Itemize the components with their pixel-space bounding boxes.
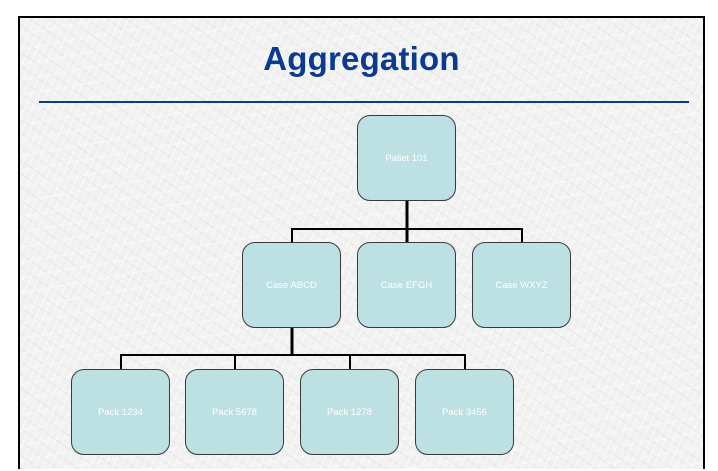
node-case-abcd: Case ABCD bbox=[242, 242, 341, 328]
node-pack-1278: Pack 1278 bbox=[300, 369, 399, 455]
slide: Aggregation Pallet 101 Case ABCD Case EF… bbox=[18, 16, 705, 469]
node-label: Pack 1234 bbox=[98, 406, 143, 418]
slide-title: Aggregation bbox=[263, 40, 460, 77]
node-label: Pack 5678 bbox=[212, 406, 257, 418]
node-label: Case ABCD bbox=[266, 279, 317, 291]
node-pack-5678: Pack 5678 bbox=[185, 369, 284, 455]
node-case-efgh: Case EFGH bbox=[357, 242, 456, 328]
node-case-wxyz: Case WXYZ bbox=[472, 242, 571, 328]
connector-lines bbox=[120, 200, 523, 369]
node-pallet-101: Pallet 101 bbox=[357, 115, 456, 201]
node-label: Pallet 101 bbox=[385, 152, 428, 164]
node-pack-3456: Pack 3456 bbox=[415, 369, 514, 455]
node-label: Pack 3456 bbox=[442, 406, 487, 418]
title-divider bbox=[39, 101, 689, 103]
node-pack-1234: Pack 1234 bbox=[71, 369, 170, 455]
node-label: Case EFGH bbox=[380, 279, 433, 291]
node-label: Pack 1278 bbox=[327, 406, 372, 418]
node-label: Case WXYZ bbox=[495, 279, 548, 291]
